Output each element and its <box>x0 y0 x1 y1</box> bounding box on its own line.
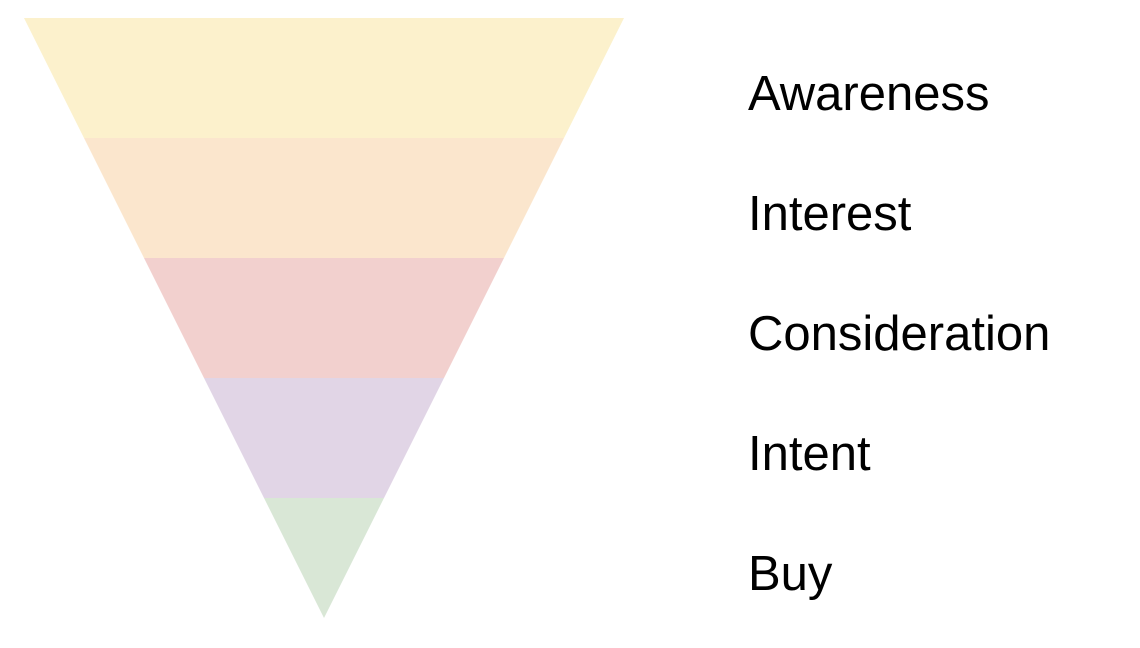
funnel-band-interest <box>84 138 564 258</box>
funnel-band-intent <box>204 378 444 498</box>
stage-label-consideration: Consideration <box>748 307 1051 361</box>
stage-label-intent: Intent <box>748 427 871 481</box>
stage-label-interest: Interest <box>748 187 912 241</box>
funnel-band-buy <box>264 498 384 618</box>
funnel-band-consideration <box>144 258 504 378</box>
stage-label-buy: Buy <box>748 547 833 601</box>
stage-label-awareness: Awareness <box>748 67 990 121</box>
funnel-band-awareness <box>24 18 624 138</box>
